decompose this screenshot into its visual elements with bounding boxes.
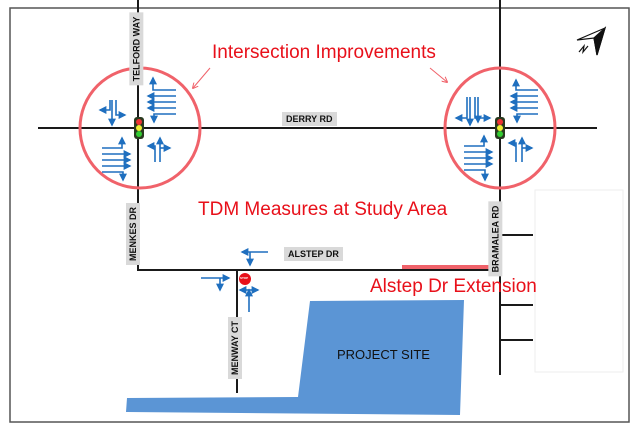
label-derry-rd: DERRY RD xyxy=(282,112,337,126)
project-site xyxy=(126,300,464,415)
traffic-signal-icon-right xyxy=(495,117,505,139)
label-menway-ct: MENWAY CT xyxy=(228,316,243,380)
project-site-label: PROJECT SITE xyxy=(337,347,430,362)
alstep-extension-text: Alstep Dr Extension xyxy=(370,276,537,297)
label-menkes-dr: MENKES DR xyxy=(126,202,141,266)
tdm-measures-text: TDM Measures at Study Area xyxy=(198,199,448,220)
intersection-circle-right xyxy=(443,66,557,190)
intersection-improvements-text: Intersection Improvements xyxy=(212,42,436,63)
traffic-signal-icon-left xyxy=(134,117,144,139)
lane-arrows-right xyxy=(454,78,538,182)
stop-sign-icon xyxy=(239,273,251,285)
pointer-right xyxy=(429,67,447,82)
frame-border xyxy=(9,7,630,423)
label-alstep-dr: ALSTEP DR xyxy=(284,247,343,261)
label-bramalea-rd: BRAMALEA RD xyxy=(488,201,503,277)
label-telford-way: TELFORD WAY xyxy=(129,12,144,86)
stop-sign-text: STOP xyxy=(240,276,249,280)
north-arrow-icon xyxy=(576,26,607,56)
inner-panel xyxy=(534,189,624,373)
north-label: N xyxy=(578,44,579,45)
alstep-extension-bar xyxy=(402,265,500,271)
lane-arrows-alstep xyxy=(201,248,268,312)
lane-arrows-left xyxy=(98,76,176,182)
pointer-left xyxy=(193,67,211,88)
